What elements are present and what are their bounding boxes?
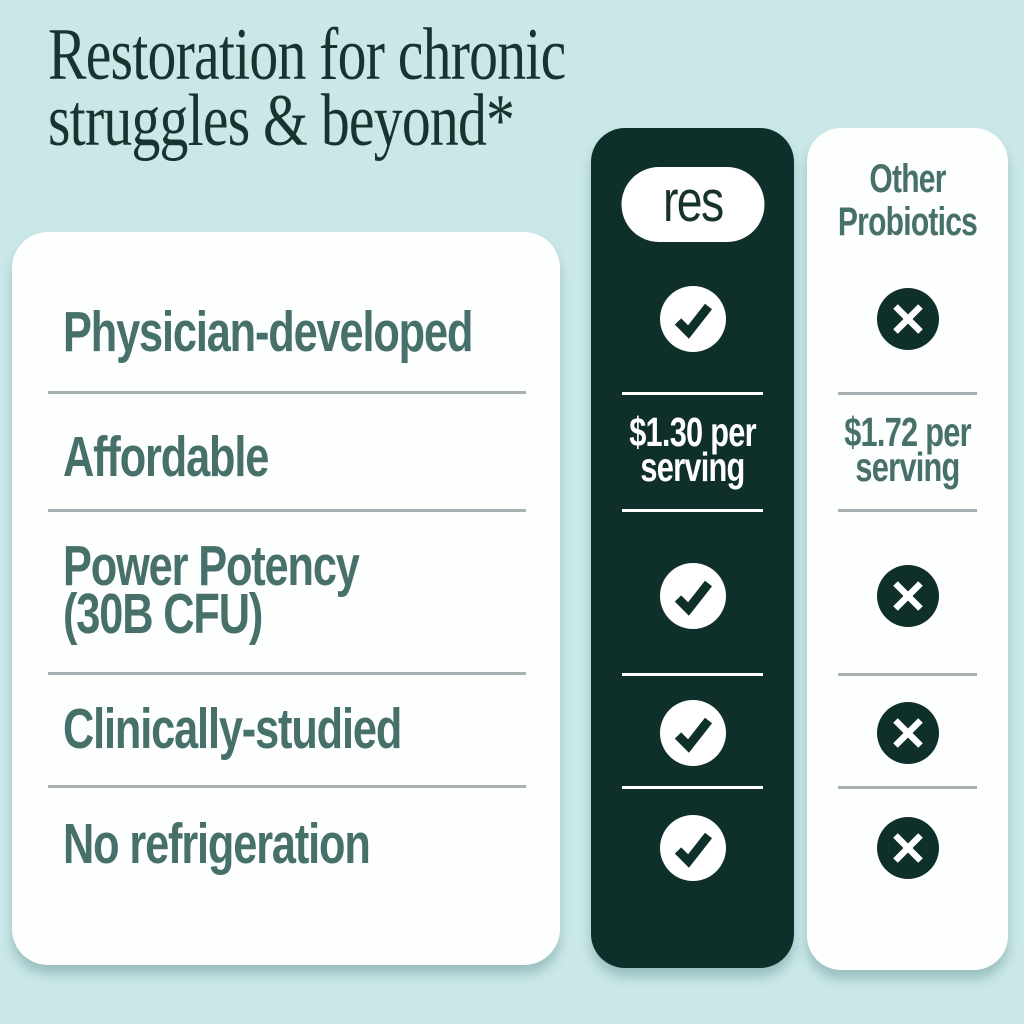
other-column-header: Other Probiotics xyxy=(832,158,983,244)
row-divider xyxy=(622,392,763,395)
feature-label: No refrigeration xyxy=(63,812,371,876)
feature-label: Physician-developed xyxy=(63,300,473,364)
feature-label: Power Potency xyxy=(63,534,360,598)
feature-label: Affordable xyxy=(63,425,269,489)
row-divider xyxy=(838,392,977,395)
other-price: $1.72 per serving xyxy=(832,409,983,490)
feature-label: (30B CFU) xyxy=(63,582,263,646)
other-column: Other Probiotics $1.72 per serving xyxy=(807,128,1008,970)
brand-price-line1: $1.30 per xyxy=(629,409,756,455)
feature-clinically-studied: Clinically-studied xyxy=(63,697,402,761)
brand-price: $1.30 per serving xyxy=(616,409,768,490)
brand-column: res $1.30 per serving xyxy=(591,128,794,968)
row-divider xyxy=(48,785,526,788)
row-divider xyxy=(622,673,763,676)
feature-affordable: Affordable xyxy=(63,425,269,489)
row-divider xyxy=(622,509,763,512)
page-title: Restoration for chronic struggles & beyo… xyxy=(48,14,566,162)
feature-no-refrigeration: No refrigeration xyxy=(63,812,371,876)
other-header-line2: Probiotics xyxy=(837,200,978,244)
row-divider xyxy=(838,673,977,676)
row-divider xyxy=(622,786,763,789)
check-icon xyxy=(659,286,726,352)
row-divider xyxy=(48,509,526,512)
cross-icon xyxy=(876,702,939,764)
cross-icon xyxy=(876,565,939,627)
feature-physician-developed: Physician-developed xyxy=(63,300,473,364)
feature-label: Clinically-studied xyxy=(63,697,402,761)
row-divider xyxy=(48,391,526,394)
brand-price-line2: serving xyxy=(640,444,745,490)
feature-power-potency: Power Potency (30B CFU) xyxy=(63,534,360,646)
row-divider xyxy=(838,786,977,789)
res-logo-text: res xyxy=(662,169,724,234)
check-icon xyxy=(659,815,726,881)
other-header-line1: Other xyxy=(869,157,946,201)
cross-icon xyxy=(876,288,939,350)
cross-icon xyxy=(876,817,939,879)
row-divider xyxy=(838,509,977,512)
page-title-line2: struggles & beyond* xyxy=(48,80,515,162)
row-divider xyxy=(48,672,526,675)
page-title-line1: Restoration for chronic xyxy=(48,14,566,96)
other-price-line2: serving xyxy=(855,444,960,490)
check-icon xyxy=(659,563,726,629)
check-icon xyxy=(659,700,726,766)
res-logo: res xyxy=(621,167,764,242)
other-price-line1: $1.72 per xyxy=(844,409,971,455)
features-card: Physician-developed Affordable Power Pot… xyxy=(12,232,560,965)
